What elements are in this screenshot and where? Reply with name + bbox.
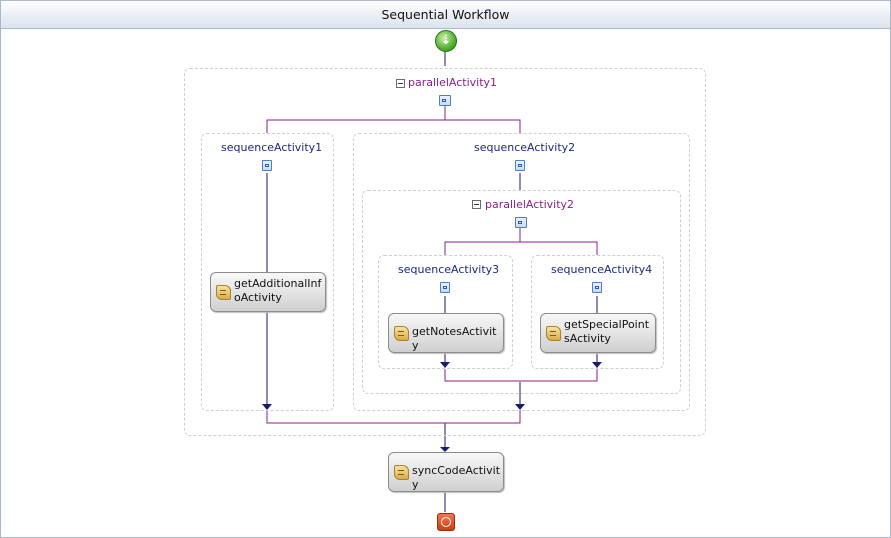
- parallel-activity-1[interactable]: [184, 68, 706, 436]
- parallel1-connector-icon: [439, 95, 451, 106]
- get-special-points-activity[interactable]: getSpecialPointsActivity: [540, 313, 656, 353]
- code-activity-icon: [394, 326, 409, 341]
- code-activity-icon: [546, 326, 561, 341]
- parallel1-label: parallelActivity1: [408, 76, 498, 89]
- end-circle-icon: [437, 513, 455, 531]
- start-circle-icon: ⇣: [435, 30, 457, 52]
- sequence1-label: sequenceActivity1: [221, 141, 323, 154]
- parallel2-connector-icon: [515, 217, 527, 228]
- sequence-activity-1[interactable]: [201, 133, 334, 411]
- sequence3-connector-icon: [440, 282, 450, 293]
- parallel2-label: parallelActivity2: [485, 198, 575, 211]
- get-additional-info-activity[interactable]: getAdditionalInfoActivity: [210, 272, 326, 312]
- sequence1-connector-icon: [262, 160, 272, 171]
- designer-title: Sequential Workflow: [1, 1, 890, 29]
- collapse-parallel1-icon[interactable]: [396, 79, 405, 88]
- sequence-activity-4[interactable]: [531, 255, 664, 369]
- sequence-activity-3[interactable]: [378, 255, 513, 369]
- sequence4-connector-icon: [592, 282, 602, 293]
- get-notes-activity[interactable]: getNotesActivity: [388, 313, 504, 353]
- sequence3-label: sequenceActivity3: [398, 263, 500, 276]
- sequence2-connector-icon: [515, 160, 525, 171]
- sequence-activity-2[interactable]: [353, 133, 690, 411]
- code-activity-icon: [216, 285, 231, 300]
- sequence2-label: sequenceActivity2: [474, 141, 576, 154]
- sequence4-label: sequenceActivity4: [551, 263, 653, 276]
- code-activity-icon: [394, 465, 409, 480]
- sync-code-activity[interactable]: syncCodeActivity: [388, 452, 504, 492]
- parallel-activity-2[interactable]: [362, 190, 681, 394]
- collapse-parallel2-icon[interactable]: [472, 200, 481, 209]
